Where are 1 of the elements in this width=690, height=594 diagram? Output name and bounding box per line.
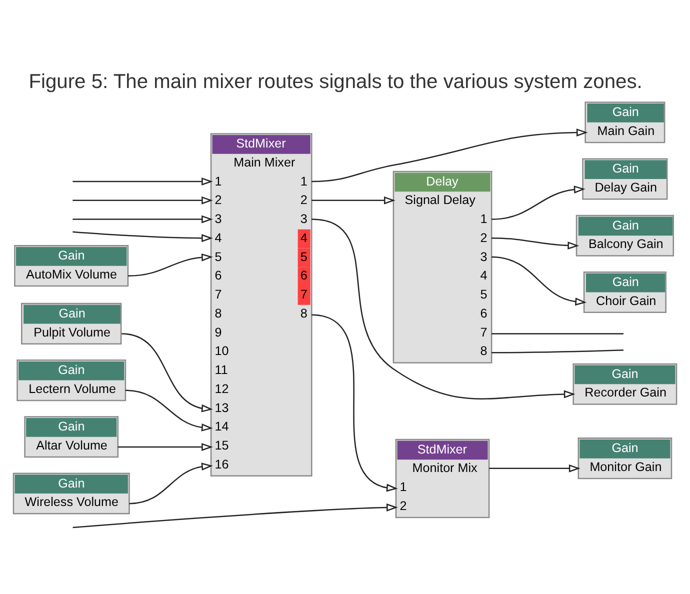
diagram-title: Figure 5: The main mixer routes signals to the various system zones. [28,70,642,93]
